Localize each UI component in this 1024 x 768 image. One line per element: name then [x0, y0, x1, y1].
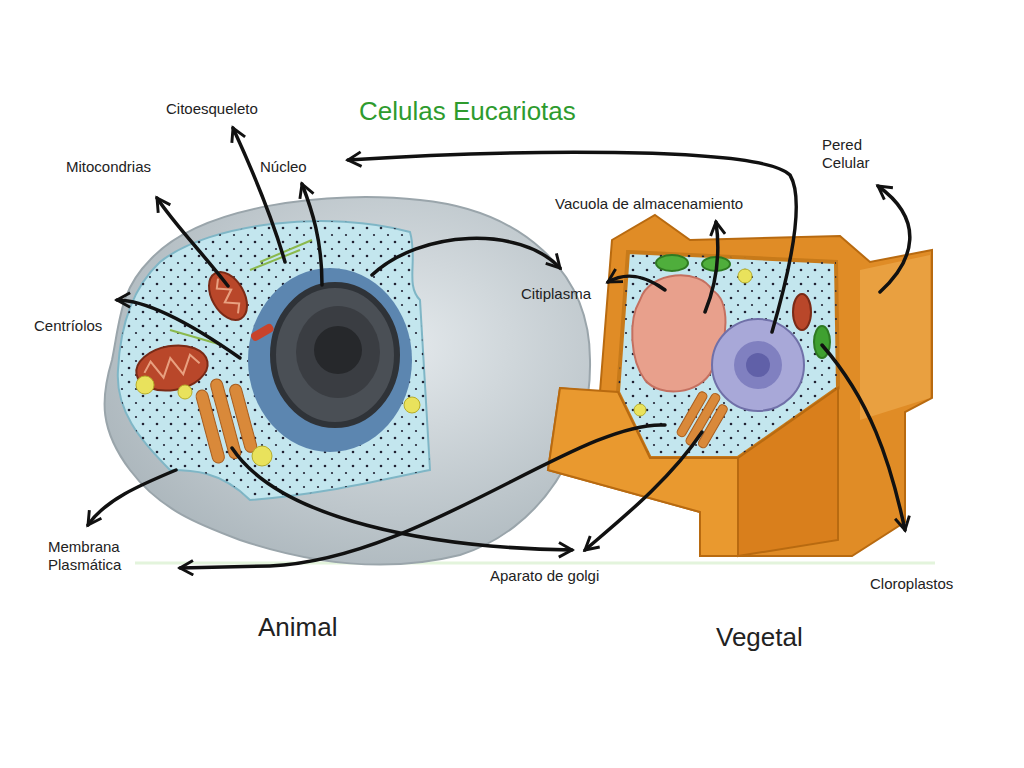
diagram-title: Celulas Eucariotas [359, 96, 576, 127]
leader-arrow [585, 432, 702, 550]
part-label: Pered Celular [822, 136, 884, 172]
leader-arrow [608, 276, 665, 290]
mitochondrion [793, 294, 811, 330]
part-label: Citoesqueleto [166, 100, 258, 118]
cell-wall-face [738, 388, 838, 556]
nucleus [712, 319, 804, 411]
guide-line [135, 562, 935, 565]
mitochondrion-body [133, 340, 212, 396]
ribosome-rod [250, 323, 275, 343]
cell-wall [548, 215, 932, 556]
part-label: Citiplasma [521, 285, 591, 303]
nucleolus [746, 353, 770, 377]
vesicle [136, 376, 154, 394]
leader-arrow [822, 345, 905, 530]
golgi-cisterna [697, 403, 729, 449]
vesicle [634, 404, 646, 416]
leader-arrow [302, 184, 322, 285]
cell-wall-face [548, 388, 738, 556]
mitochondrion-crista [143, 353, 201, 380]
leader-arrows [88, 128, 910, 568]
leader-arrow [88, 470, 176, 525]
part-label: Cloroplastos [870, 575, 953, 593]
mitochondrion [201, 265, 255, 326]
vesicle [252, 446, 272, 466]
nucleus [273, 285, 397, 425]
leader-arrow [348, 152, 796, 332]
cytoplasm [118, 221, 430, 500]
part-label: Membrana Plasmática [48, 538, 143, 574]
leader-arrow [705, 222, 718, 312]
golgi [674, 386, 732, 453]
plant-cell [548, 215, 932, 556]
part-label: Centríolos [34, 317, 102, 335]
leader-arrow [372, 238, 560, 275]
leader-arrow [157, 198, 228, 286]
cell-wall-face [860, 255, 930, 420]
nucleus-inner [734, 341, 782, 389]
leader-arrow [878, 186, 910, 292]
vesicle [738, 269, 752, 283]
part-label: Mitocondrias [66, 158, 151, 176]
part-label: Vacuola de almacenamiento [555, 195, 743, 213]
mitochondrion-crista [213, 276, 243, 317]
part-label: Aparato de golgi [490, 567, 599, 585]
vesicle [404, 397, 420, 413]
cell-surface [105, 197, 591, 564]
cytoplasm-dots [118, 221, 430, 500]
golgi-cisterna [228, 383, 258, 454]
mitochondrion [133, 340, 212, 396]
leader-arrow [180, 425, 665, 568]
cytoskeleton-fiber [260, 240, 312, 262]
leader-arrow [233, 128, 285, 262]
leader-arrow [117, 300, 240, 358]
cell-type-label: Vegetal [716, 622, 803, 653]
part-label: Núcleo [260, 158, 307, 176]
nucleus-inner [296, 306, 380, 398]
chloroplast [656, 255, 688, 271]
golgi [193, 373, 259, 464]
animal-cell [105, 197, 591, 564]
nucleolus [314, 326, 362, 374]
cytoskeleton-fiber [250, 250, 300, 270]
vesicle [178, 385, 192, 399]
cell-type-label: Animal [258, 612, 337, 643]
mitochondrion-body [201, 265, 255, 326]
endoplasmic-reticulum [248, 268, 412, 452]
